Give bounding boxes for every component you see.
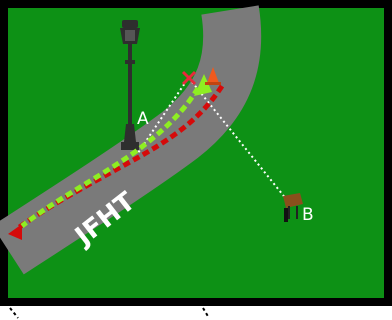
traffic-cone-icon [205, 67, 221, 85]
red-arrow-head-icon [8, 224, 22, 240]
road [0, 5, 262, 275]
bottom-dash-left [9, 307, 19, 319]
point-b-label: B [302, 205, 314, 225]
green-arrow-head-icon [194, 74, 212, 96]
sign-post-icon [283, 193, 303, 222]
bottom-dash-right [202, 307, 210, 319]
lamp-post-icon [120, 20, 140, 150]
x-marker-icon [181, 70, 197, 86]
point-a-label: A [137, 109, 149, 129]
guide-line-b [191, 81, 288, 201]
green-dashed-path [20, 86, 201, 228]
